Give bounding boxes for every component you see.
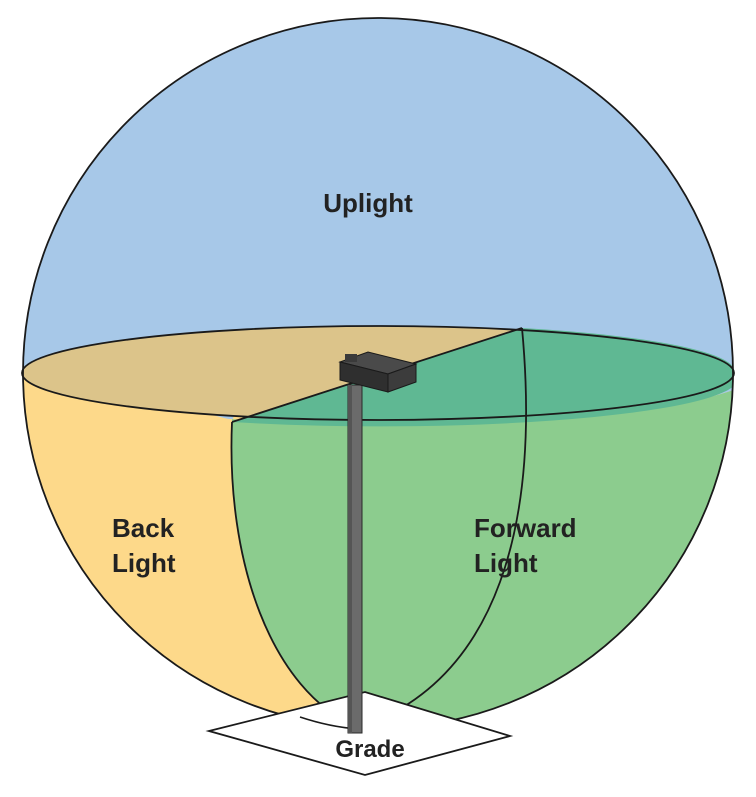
uplight-label: Uplight (323, 188, 413, 218)
forward-light-label-line1: Forward (474, 513, 577, 543)
back-light-label-line1: Back (112, 513, 175, 543)
far-meridian (357, 327, 527, 729)
light-fixture (338, 351, 418, 393)
forward-light-label-line2: Light (474, 548, 538, 578)
equator-outline (21, 325, 735, 421)
light-pole (347, 384, 363, 734)
grade-label: Grade (335, 736, 404, 763)
back-light-label-line2: Light (112, 548, 176, 578)
